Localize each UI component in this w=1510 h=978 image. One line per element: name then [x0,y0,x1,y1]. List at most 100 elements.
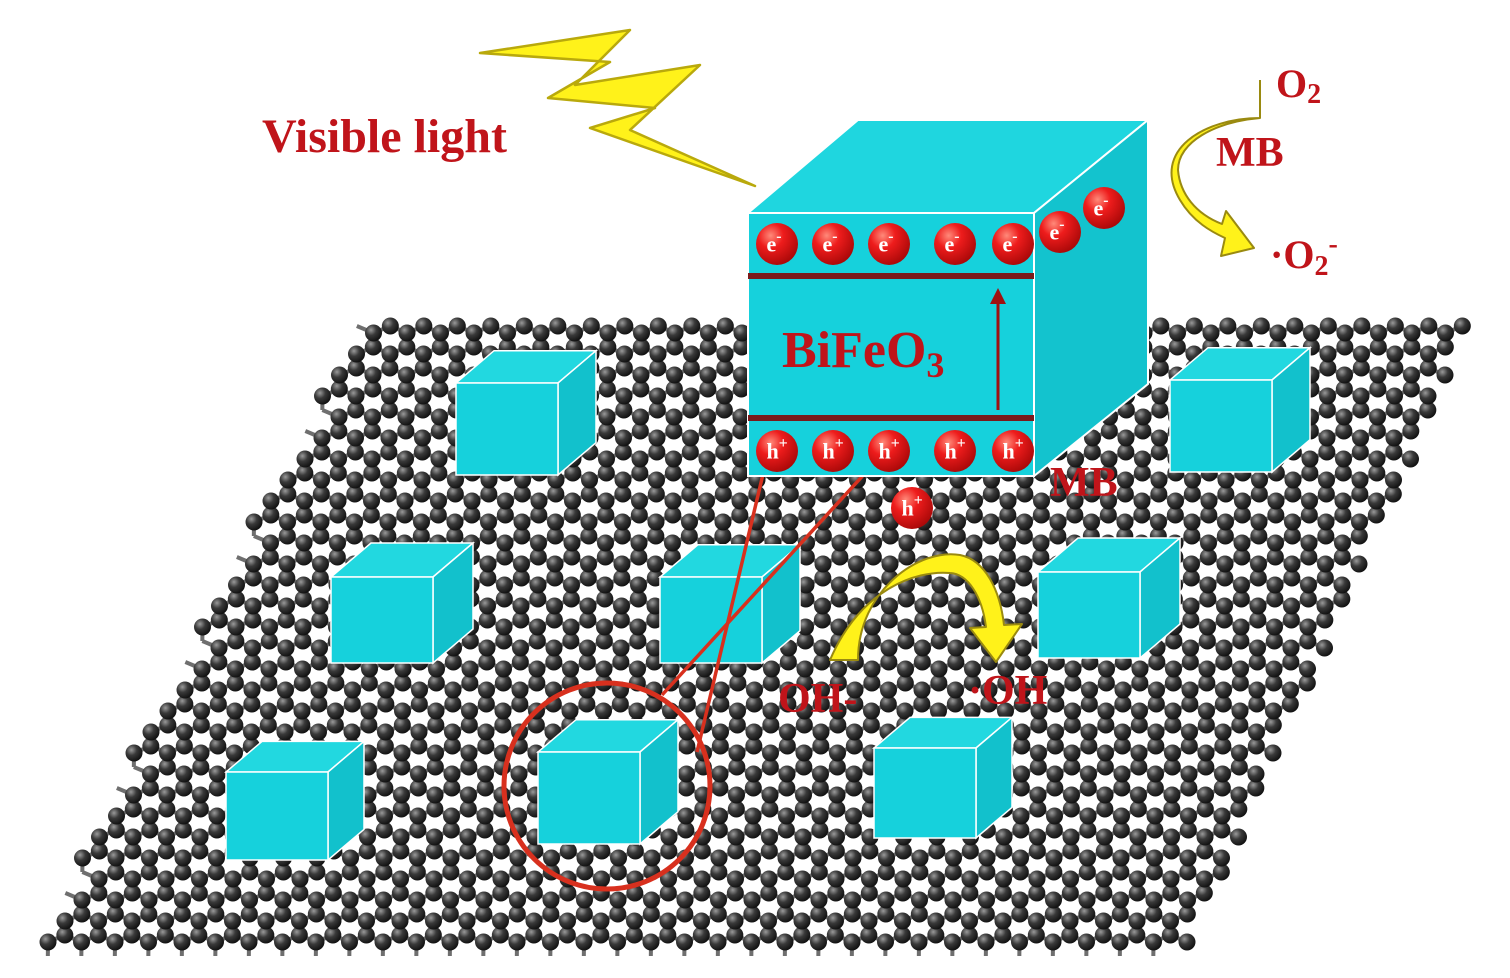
lattice-atom [1028,884,1046,902]
lattice-atom [1150,443,1168,461]
lattice-atom [510,765,528,783]
lattice-atom [642,905,660,923]
lattice-atom [714,513,732,531]
lattice-atom [73,905,91,923]
lattice-atom [1231,702,1249,720]
lattice-atom [693,884,711,902]
lattice-atom [1283,555,1301,573]
lattice-atom [795,716,813,734]
lattice-atom [913,653,931,671]
lattice-atom [375,891,392,909]
lattice-atom [781,513,799,531]
lattice-atom [597,506,615,524]
lattice-atom [896,674,914,692]
lattice-atom [1095,842,1113,860]
lattice-atom [442,863,460,881]
lattice-atom [1133,492,1151,510]
lattice-atom [778,807,795,825]
lattice-atom [495,590,513,608]
lattice-atom [1437,324,1454,342]
lattice-atom [1182,597,1200,615]
lattice-atom [677,779,695,797]
lattice-atom [930,702,947,720]
lattice-atom [1028,842,1046,860]
lattice-atom [1232,590,1250,608]
lattice-atom [409,821,427,839]
lattice-atom [999,506,1017,524]
lattice-atom [615,359,633,377]
lattice-atom [90,912,107,930]
lattice-atom [846,681,864,699]
lattice-atom [666,366,683,384]
lattice-atom [949,485,967,503]
lattice-atom [1095,870,1113,888]
lattice-atom [647,527,665,545]
lattice-atom [728,716,746,734]
lattice-atom [1335,450,1352,468]
lattice-atom [446,527,464,545]
lattice-atom [894,884,912,902]
lattice-atom [1080,765,1097,783]
lattice-atom [649,317,667,335]
lattice-atom [563,548,581,566]
lattice-atom [745,695,763,713]
lattice-atom [424,926,442,944]
lattice-atom [478,639,496,657]
lattice-atom [460,758,478,776]
lattice-atom [1436,366,1454,384]
lattice-atom [582,317,600,335]
lattice-atom [649,345,667,363]
lattice-atom [615,387,633,405]
lattice-atom [313,471,330,489]
lattice-atom [965,534,983,552]
lattice-atom [1063,758,1081,776]
lattice-atom [276,695,294,713]
lattice-atom [1453,317,1471,335]
lattice-atom [779,723,796,741]
lattice-atom [90,842,108,860]
lattice-atom [998,576,1016,594]
lattice-atom [664,506,682,524]
lattice-atom [495,632,513,650]
lattice-atom [1198,702,1215,720]
lattice-atom [329,464,347,482]
lattice-atom [1095,912,1112,930]
lattice-atom [1111,905,1129,923]
lattice-atom [1013,723,1031,741]
lattice-atom [174,849,192,867]
lattice-atom [664,492,682,510]
lattice-atom [1114,695,1132,713]
lattice-atom [1062,828,1080,846]
lattice-atom [699,380,717,398]
lattice-atom [732,450,749,468]
lattice-atom [1198,660,1216,678]
lattice-atom [274,905,292,923]
lattice-atom [443,765,461,783]
lattice-atom [413,443,431,461]
lattice-atom [664,534,681,552]
lattice-atom [1079,807,1097,825]
lattice-atom [191,828,209,846]
lattice-atom [1151,387,1169,405]
lattice-atom [781,527,799,545]
lattice-atom [227,660,244,678]
lattice-atom [476,807,494,825]
lattice-atom [442,821,460,839]
lattice-atom [700,324,717,342]
lattice-atom [209,723,227,741]
lattice-atom [394,660,412,678]
lattice-atom [961,912,978,930]
lattice-atom [494,702,512,720]
lattice-atom [581,471,598,489]
lattice-atom [1351,485,1369,503]
lattice-atom [795,744,813,762]
lattice-atom [761,758,779,776]
lattice-atom [760,912,777,930]
lattice-atom [426,828,443,846]
lattice-atom [408,905,426,923]
lattice-atom [279,471,297,489]
lattice-atom [699,408,716,426]
lattice-atom [374,933,392,951]
lattice-atom [1099,506,1117,524]
lattice-atom [209,765,226,783]
